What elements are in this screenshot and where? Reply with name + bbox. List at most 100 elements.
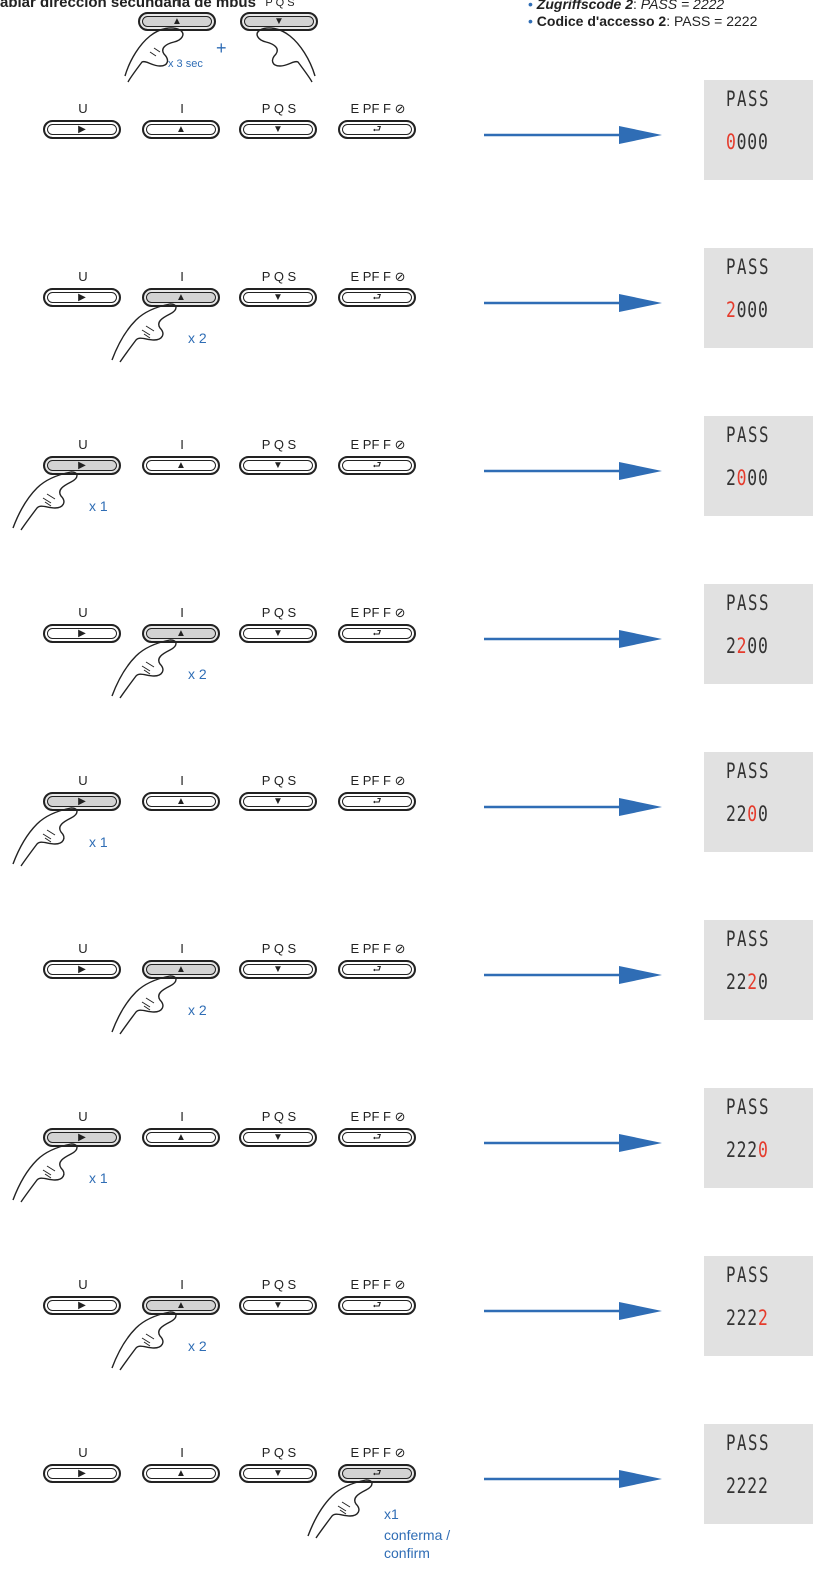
keypad-key[interactable]: U▶ [43,436,123,475]
keypad-key[interactable]: I▲ [142,772,222,811]
keypad-key[interactable]: P Q S▼ [239,604,319,643]
keypad-key[interactable]: I▲ [142,436,222,475]
key-button[interactable]: ▶ [43,120,121,139]
key-button[interactable]: ⮐ [338,456,416,475]
keypad-key[interactable]: E PF F ⊘⮐ [338,1444,418,1483]
display-label: PASS [726,423,770,447]
key-button[interactable]: ▲ [142,792,220,811]
key-button[interactable]: ▲ [142,456,220,475]
keypad-key[interactable]: P Q S▼ [239,436,319,475]
keypad-key[interactable]: E PF F ⊘⮐ [338,436,418,475]
keypad-key[interactable]: P Q S▼ [239,100,319,139]
keypad-key[interactable]: P Q S▼ [239,772,319,811]
note-line-de: • Zugriffscode 2: PASS = 2222 [528,0,757,13]
key-label: P Q S [261,1109,297,1124]
right-arrow-icon: ▶ [78,796,86,807]
access-code-notes: • Zugriffscode 2: PASS = 2222 • Codice d… [528,0,757,30]
key-button[interactable]: ▶ [43,624,121,643]
key-button[interactable]: ⮐ [338,120,416,139]
keypad-key[interactable]: E PF F ⊘⮐ [338,1108,418,1147]
key-button[interactable]: ▼ [239,120,317,139]
key-button[interactable]: ▲ [142,1296,220,1315]
keypad-key[interactable]: I▲ [142,268,222,307]
key-button[interactable]: ▲ [142,1128,220,1147]
keypad-key[interactable]: U▶ [43,1108,123,1147]
keypad-key[interactable]: I▲ [142,1108,222,1147]
right-arrow-icon: ▶ [78,1468,86,1479]
up-arrow-icon: ▲ [176,964,186,975]
confirm-label: confirm [384,1545,430,1561]
key-button[interactable]: ⮐ [338,624,416,643]
keypad-key[interactable]: E PF F ⊘ ⮐ [338,1276,418,1315]
key-label: P Q S [261,269,297,284]
keypad-key[interactable]: I▲ [142,1276,222,1315]
key-button[interactable]: ▶ [43,792,121,811]
keypad-key[interactable]: U▶ [43,772,123,811]
blinking-digit: 0 [726,130,737,154]
keypad-key[interactable]: U▶ [43,604,123,643]
keypad-key[interactable]: E PF F ⊘ ⮐ [338,100,418,139]
keypad-key[interactable]: P Q S▼ [239,1276,319,1315]
keypad-key[interactable]: P Q S▼ [239,1444,319,1483]
key-button[interactable]: ⮐ [338,1296,416,1315]
key-button[interactable]: ▼ [239,960,317,979]
enter-icon: ⮐ [372,964,382,975]
hand-press-icon [307,1479,373,1539]
key-button[interactable]: ▲ [142,960,220,979]
key-button[interactable]: ▼ [239,456,317,475]
key-label: E PF F ⊘ [350,1277,406,1292]
key-button[interactable]: ▼ [239,1128,317,1147]
keypad-key[interactable]: I▲ [142,1444,222,1483]
up-arrow-icon: ▲ [176,1132,186,1143]
key-button[interactable]: ⮐ [338,960,416,979]
keypad-key[interactable]: E PF F ⊘⮐ [338,604,418,643]
key-button[interactable]: ⮐ [338,1128,416,1147]
intro-key-i-button[interactable]: ▲ [138,12,216,31]
key-button[interactable]: ⮐ [338,288,416,307]
keypad-key[interactable]: P Q S ▼ [239,268,319,307]
key-label: E PF F ⊘ [350,101,406,116]
keypad-key[interactable]: U▶ [43,940,123,979]
key-button[interactable]: ▲ [142,120,220,139]
key-label: I [180,437,184,452]
key-button[interactable]: ▼ [239,1464,317,1483]
blinking-digit: 2 [757,1306,769,1330]
right-arrow-icon [484,461,664,481]
keypad-key[interactable]: I▲ [142,100,222,139]
key-button[interactable]: ▼ [239,288,317,307]
key-button[interactable]: ▶ [43,288,121,307]
key-button[interactable]: ▲ [142,624,220,643]
key-button[interactable]: ▶ [43,960,121,979]
keypad-key[interactable]: E PF F ⊘⮐ [338,772,418,811]
key-button[interactable]: ▶ [43,1296,121,1315]
key-button[interactable]: ⮐ [338,1464,416,1483]
intro-key-i[interactable]: I ▲ [138,0,218,31]
keypad-key[interactable]: U▶ [43,1444,123,1483]
key-button[interactable]: ▲ [142,288,220,307]
keypad-key[interactable]: P Q S▼ [239,940,319,979]
key-button[interactable]: ▶ [43,1128,121,1147]
page-title: abiar direccion secundaria de mbus [0,0,256,11]
key-label: I [180,605,184,620]
keypad-key[interactable]: E PF F ⊘⮐ [338,940,418,979]
key-button[interactable]: ▶ [43,456,121,475]
key-button[interactable]: ▼ [239,792,317,811]
keypad-key[interactable]: U▶ [43,100,123,139]
keypad-key[interactable]: U▶ [43,1276,123,1315]
display-label: PASS [726,1095,770,1119]
keypad-key[interactable]: I▲ [142,604,222,643]
keypad-key[interactable]: I▲ [142,940,222,979]
key-button[interactable]: ▲ [142,1464,220,1483]
hand-press-icon [12,1143,78,1203]
key-button[interactable]: ⮐ [338,792,416,811]
keypad-key[interactable]: E PF F ⊘⮐ [338,268,418,307]
keypad-key[interactable]: U▶ [43,268,123,307]
key-button[interactable]: ▼ [239,624,317,643]
key-button[interactable]: ▼ [239,1296,317,1315]
digit: 2 [736,1306,748,1330]
key-button[interactable]: ▶ [43,1464,121,1483]
keypad-key[interactable]: P Q S ▼ [239,1108,319,1147]
